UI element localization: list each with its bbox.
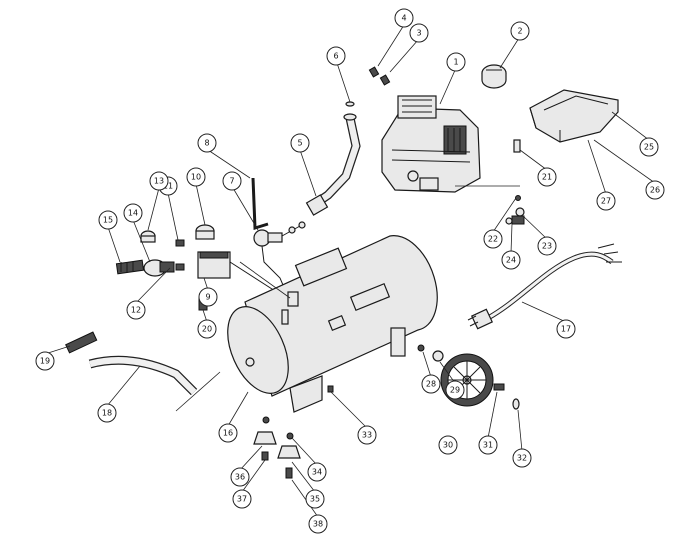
callout-4: 4 — [394, 8, 414, 28]
svg-text:36: 36 — [235, 473, 245, 482]
callout-34: 34 — [307, 462, 327, 482]
svg-text:28: 28 — [426, 380, 436, 389]
svg-text:5: 5 — [297, 139, 302, 148]
callout-9: 9 — [198, 287, 218, 307]
callout-2: 2 — [510, 21, 530, 41]
callout-7: 7 — [222, 171, 242, 191]
svg-text:8: 8 — [204, 139, 209, 148]
svg-text:30: 30 — [443, 441, 453, 450]
pump-assembly — [381, 95, 481, 193]
bolts-3-4 — [368, 66, 391, 86]
svg-text:19: 19 — [40, 357, 50, 366]
power-cord — [467, 243, 622, 330]
callout-22: 22 — [483, 229, 503, 249]
svg-text:35: 35 — [310, 495, 320, 504]
callout-30: 30 — [438, 435, 458, 455]
svg-text:13: 13 — [154, 177, 164, 186]
svg-text:1: 1 — [453, 58, 458, 67]
svg-text:7: 7 — [229, 177, 234, 186]
callout-26: 26 — [645, 180, 665, 200]
belt-shroud — [529, 89, 619, 143]
callout-35: 35 — [305, 489, 325, 509]
callout-38: 38 — [308, 514, 328, 534]
svg-text:20: 20 — [202, 325, 212, 334]
svg-text:12: 12 — [131, 306, 141, 315]
quick-coupler-15 — [115, 259, 145, 275]
svg-text:38: 38 — [313, 520, 323, 529]
svg-text:9: 9 — [205, 293, 210, 302]
svg-text:10: 10 — [191, 173, 201, 182]
air-tank — [227, 235, 438, 413]
svg-text:37: 37 — [237, 495, 247, 504]
callout-12: 12 — [126, 300, 146, 320]
pressure-switch — [197, 251, 287, 311]
callout-8: 8 — [197, 133, 217, 153]
callout-20: 20 — [197, 319, 217, 339]
svg-text:14: 14 — [128, 209, 138, 218]
callout-13: 13 — [149, 171, 169, 191]
callout-29: 29 — [445, 380, 465, 400]
svg-text:16: 16 — [223, 429, 233, 438]
rubber-feet — [253, 416, 301, 479]
callout-21: 21 — [537, 167, 557, 187]
fitting-11-12 — [175, 239, 185, 271]
callout-5: 5 — [290, 133, 310, 153]
svg-text:25: 25 — [644, 143, 654, 152]
bolt-31-32 — [493, 383, 520, 410]
svg-text:6: 6 — [333, 52, 338, 61]
callout-6: 6 — [326, 46, 346, 66]
svg-text:17: 17 — [561, 325, 571, 334]
svg-text:11: 11 — [163, 182, 173, 191]
svg-text:3: 3 — [416, 29, 421, 38]
svg-text:22: 22 — [488, 235, 498, 244]
callout-1: 1 — [446, 52, 466, 72]
callout-36: 36 — [230, 467, 250, 487]
regulator-14 — [143, 259, 175, 277]
unloader-tube — [251, 177, 269, 231]
callout-19: 19 — [35, 351, 55, 371]
svg-text:15: 15 — [103, 216, 113, 225]
callout-23: 23 — [537, 236, 557, 256]
handle — [65, 331, 198, 396]
callout-15: 15 — [98, 210, 118, 230]
callout-32: 32 — [512, 448, 532, 468]
callout-37: 37 — [232, 489, 252, 509]
svg-text:4: 4 — [401, 14, 406, 23]
check-valve — [253, 221, 306, 293]
svg-text:34: 34 — [312, 468, 322, 477]
callout-25: 25 — [639, 137, 659, 157]
svg-text:21: 21 — [542, 173, 552, 182]
fasteners-21-24 — [505, 139, 525, 225]
callout-33: 33 — [357, 425, 377, 445]
discharge-tube — [305, 101, 361, 216]
callout-24: 24 — [501, 250, 521, 270]
svg-text:27: 27 — [601, 197, 611, 206]
svg-text:26: 26 — [650, 186, 660, 195]
svg-text:24: 24 — [506, 256, 516, 265]
callouts: 1 2 3 4 5 6 7 8 9 10 11 12 13 14 15 16 1… — [35, 8, 665, 534]
svg-text:33: 33 — [362, 431, 372, 440]
callout-14: 14 — [123, 203, 143, 223]
callout-18: 18 — [97, 403, 117, 423]
callout-31: 31 — [478, 435, 498, 455]
svg-text:32: 32 — [517, 454, 527, 463]
svg-text:23: 23 — [542, 242, 552, 251]
svg-text:2: 2 — [517, 27, 522, 36]
svg-text:31: 31 — [483, 441, 493, 450]
callout-28: 28 — [421, 374, 441, 394]
air-filter — [481, 64, 507, 89]
callout-3: 3 — [409, 23, 429, 43]
wheel — [440, 353, 494, 407]
callout-17: 17 — [556, 319, 576, 339]
svg-text:18: 18 — [102, 409, 112, 418]
callout-16: 16 — [218, 423, 238, 443]
gauge-13 — [140, 230, 156, 243]
washers-28-29 — [417, 344, 444, 362]
svg-text:29: 29 — [450, 386, 460, 395]
callout-10: 10 — [186, 167, 206, 187]
callout-27: 27 — [596, 191, 616, 211]
gauge-10 — [195, 224, 215, 240]
